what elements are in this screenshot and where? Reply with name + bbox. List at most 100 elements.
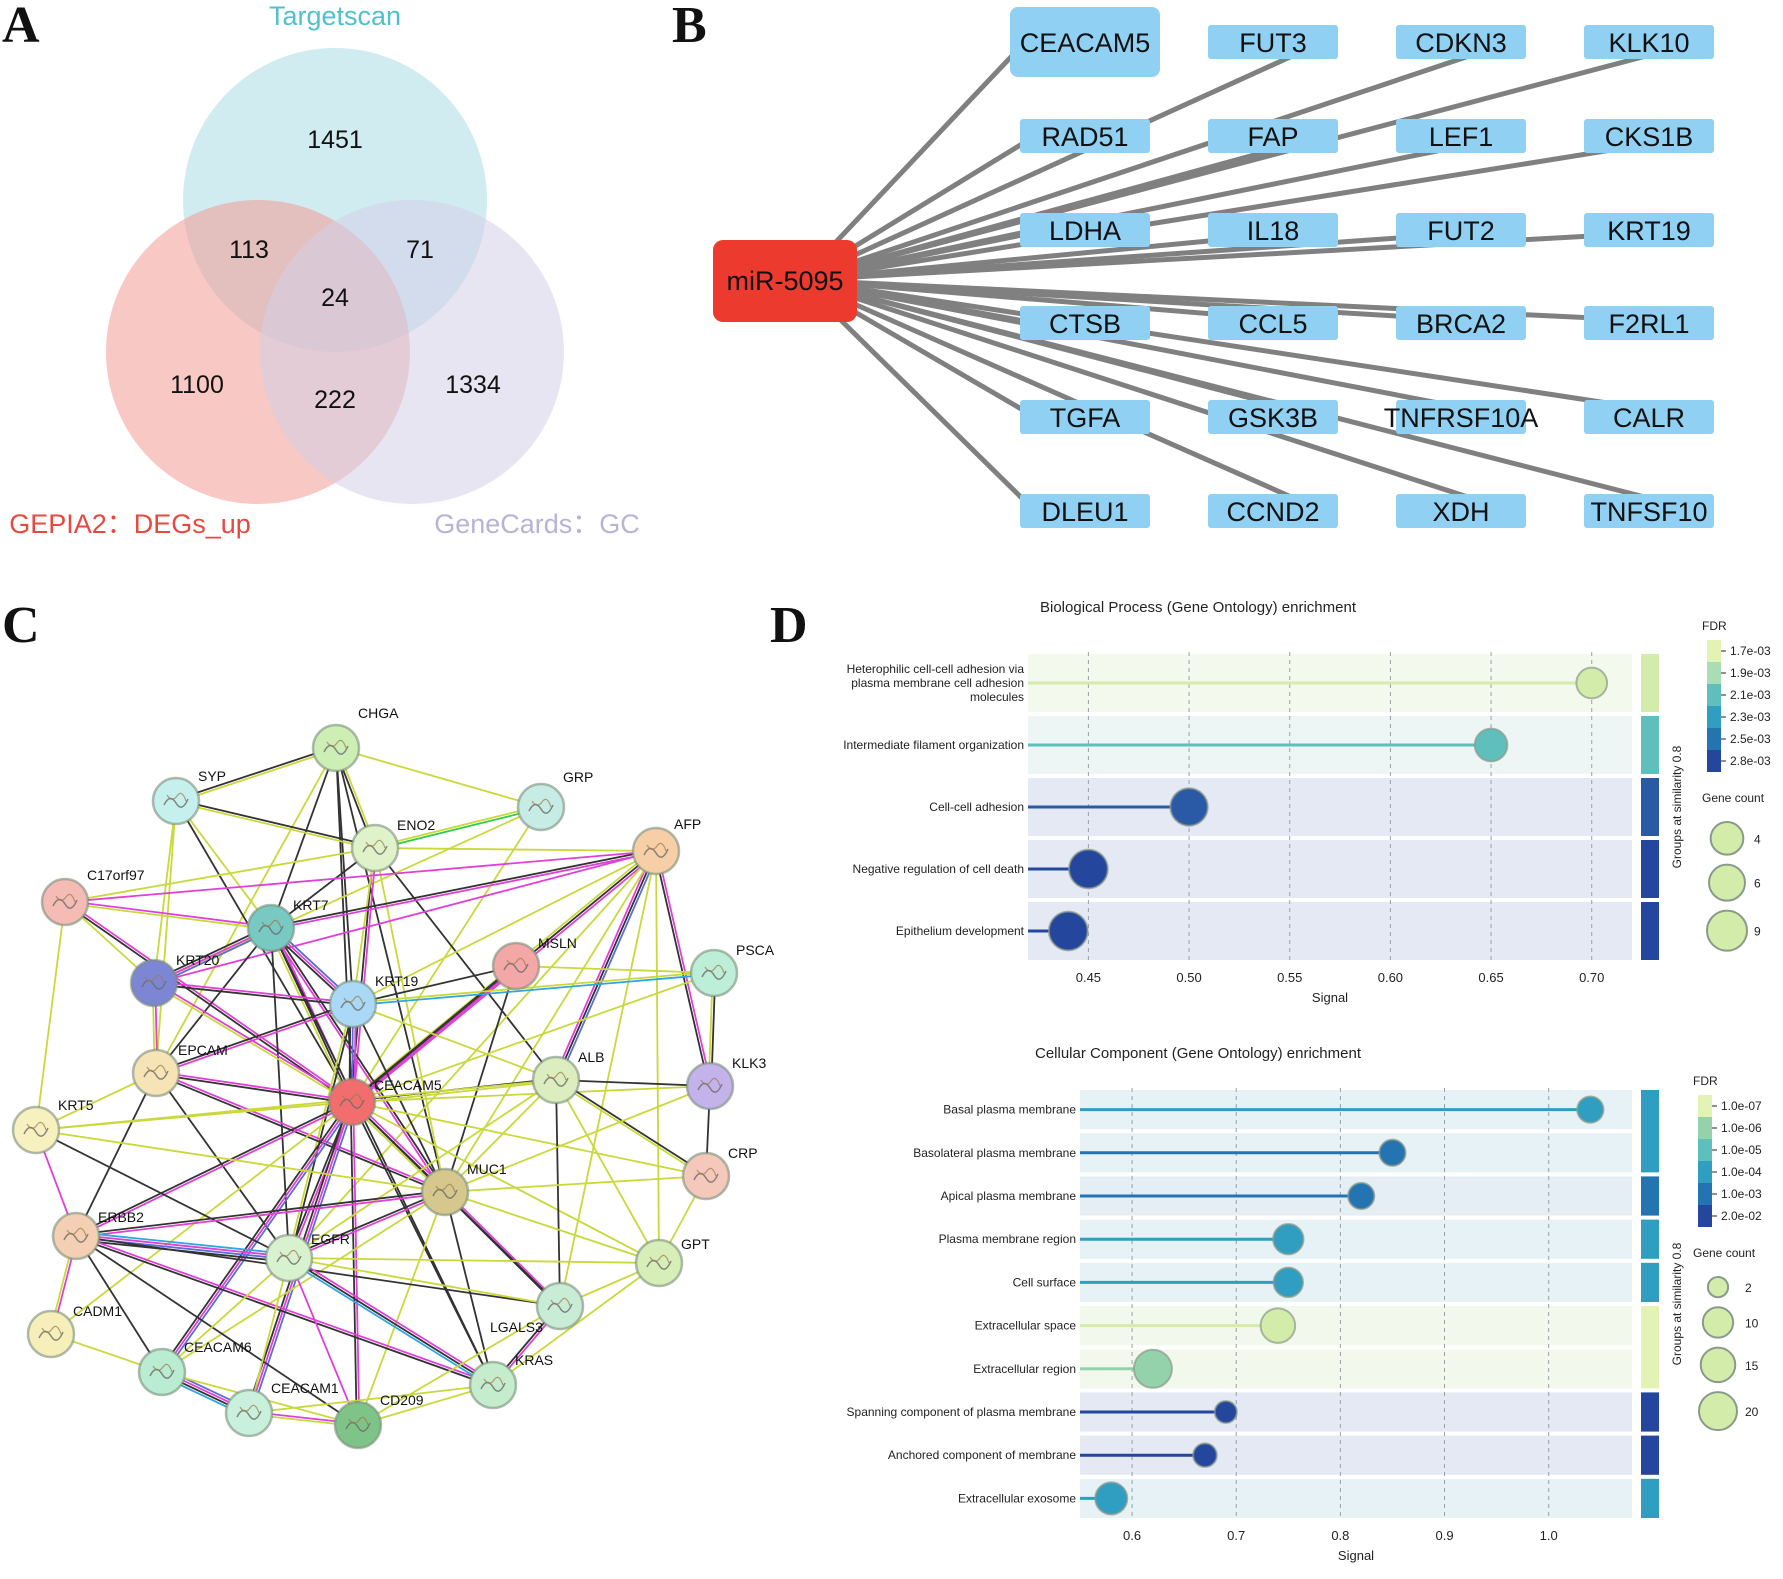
gene-node-box [1396, 25, 1526, 59]
category-label: Cell-cell adhesion [929, 800, 1024, 814]
gene-count-legend-title: Gene count [1693, 1246, 1756, 1260]
category-label: plasma membrane cell adhesion [851, 676, 1024, 690]
protein-structure-icon [143, 1069, 169, 1080]
ppi-node-label: KRT5 [58, 1097, 94, 1113]
gene-count-legend-label: 4 [1754, 832, 1761, 846]
lollipop-dot [1575, 666, 1609, 700]
ppi-node-krt20: KRT20 [129, 952, 220, 1008]
lollipop-dot [1068, 848, 1109, 890]
category-label: Epithelium development [896, 924, 1025, 938]
ppi-node-circle [129, 958, 179, 1008]
network-edge [799, 277, 1700, 420]
ppi-node-circle [11, 1105, 61, 1155]
ppi-node-ceacam5: CEACAM5 [327, 1077, 442, 1127]
ppi-edge [153, 983, 353, 1007]
protein-structure-icon [528, 803, 554, 814]
gene-node-label: CALR [1613, 403, 1685, 433]
protein-structure-icon [166, 792, 187, 802]
ppi-edge [75, 1235, 359, 1426]
protein-structure-icon [435, 1183, 456, 1193]
gene-node-label: IL18 [1247, 216, 1300, 246]
ppi-edge [75, 1235, 163, 1373]
ppi-node-circle [327, 1077, 377, 1127]
ppi-edge [76, 1192, 446, 1239]
ppi-edge [357, 1305, 561, 1426]
ppi-node-label: LGALS3 [490, 1319, 543, 1335]
ppi-edge [76, 1233, 290, 1258]
ppi-edge [35, 1129, 446, 1193]
ppi-node-msln: MSLN [491, 935, 577, 991]
ppi-node-circle [516, 782, 566, 832]
protein-structure-icon [531, 798, 552, 808]
protein-structure-icon [506, 957, 527, 967]
venn-count-all-three: 24 [321, 284, 349, 312]
group-bar [1641, 1435, 1659, 1475]
protein-structure-icon [152, 1363, 173, 1373]
ppi-node-circle [634, 1238, 684, 1288]
ppi-node-label: PSCA [736, 942, 775, 958]
ppi-node-circle [631, 826, 681, 876]
mirna-node-box [713, 240, 857, 322]
ppi-node-circle [531, 1055, 581, 1105]
ppi-edge [270, 747, 337, 929]
ppi-node-label: KRT7 [293, 897, 329, 913]
gene-node-box [1010, 7, 1160, 77]
ppi-node-label: KRT19 [375, 973, 419, 989]
ppi-edge [559, 850, 657, 1307]
protein-structure-icon [700, 1077, 721, 1087]
protein-structure-icon [63, 1232, 89, 1243]
ppi-node-circle [350, 823, 400, 873]
category-label: Basolateral plasma membrane [913, 1146, 1076, 1160]
ppi-node-c17orf97: C17orf97 [40, 867, 145, 927]
gene-node-label: BRCA2 [1416, 309, 1506, 339]
row-band [1028, 902, 1632, 960]
ppi-edge [444, 1085, 711, 1193]
group-bar [1641, 716, 1659, 774]
category-label: Extracellular exosome [958, 1491, 1076, 1505]
ppi-edge [63, 902, 352, 1104]
network-edge [799, 133, 1700, 283]
ppi-edge [289, 1004, 356, 1259]
panel-label-c: C [2, 597, 40, 654]
ppi-edge [443, 1192, 560, 1308]
network-edge [799, 39, 1512, 283]
fdr-swatch [1698, 1095, 1712, 1117]
protein-structure-icon [546, 1071, 567, 1081]
x-tick-label: 0.55 [1277, 970, 1302, 985]
ppi-edge [555, 1079, 660, 1264]
protein-structure-icon [52, 898, 78, 909]
gene-count-legend-dot [1698, 1391, 1738, 1432]
gene-node-box [1208, 213, 1338, 247]
gene-node-box [1584, 119, 1714, 153]
ppi-node-circle [246, 903, 296, 953]
ppi-node-label: C17orf97 [87, 867, 145, 883]
x-tick-label: 0.8 [1331, 1528, 1349, 1543]
mirna-node-label: miR-5095 [726, 266, 843, 296]
gene-node-label: KLK10 [1608, 28, 1689, 58]
gene-node-label: CEACAM5 [1020, 28, 1151, 58]
venn-count-gepia-gc: 222 [314, 386, 356, 414]
ppi-edge [248, 1384, 494, 1414]
ppi-edge [335, 747, 354, 1005]
fdr-legend-label: 1.0e-03 [1721, 1187, 1762, 1201]
category-label: Extracellular space [975, 1319, 1077, 1333]
protein-structure-icon [55, 893, 76, 903]
ppi-edge [175, 800, 272, 929]
ppi-edge [65, 900, 354, 1102]
gene-count-legend-label: 6 [1754, 877, 1761, 891]
ppi-node-label: ERBB2 [98, 1209, 144, 1225]
ppi-node-label: CRP [728, 1145, 758, 1161]
protein-structure-icon [362, 844, 388, 855]
x-tick-label: 0.7 [1227, 1528, 1245, 1543]
gene-node-label: TNFRSF10A [1384, 403, 1539, 433]
ppi-node-psca: PSCA [689, 942, 775, 998]
ppi-edge [156, 1004, 354, 1076]
ppi-edge [76, 1231, 290, 1256]
fdr-swatch [1698, 1205, 1712, 1227]
ppi-edge [248, 1257, 290, 1414]
ppi-edge [153, 800, 177, 984]
ppi-edge [64, 902, 271, 931]
ppi-edge [357, 1191, 446, 1426]
panel-label-d: D [770, 597, 808, 654]
fdr-legend-label: 1.9e-03 [1730, 666, 1771, 680]
